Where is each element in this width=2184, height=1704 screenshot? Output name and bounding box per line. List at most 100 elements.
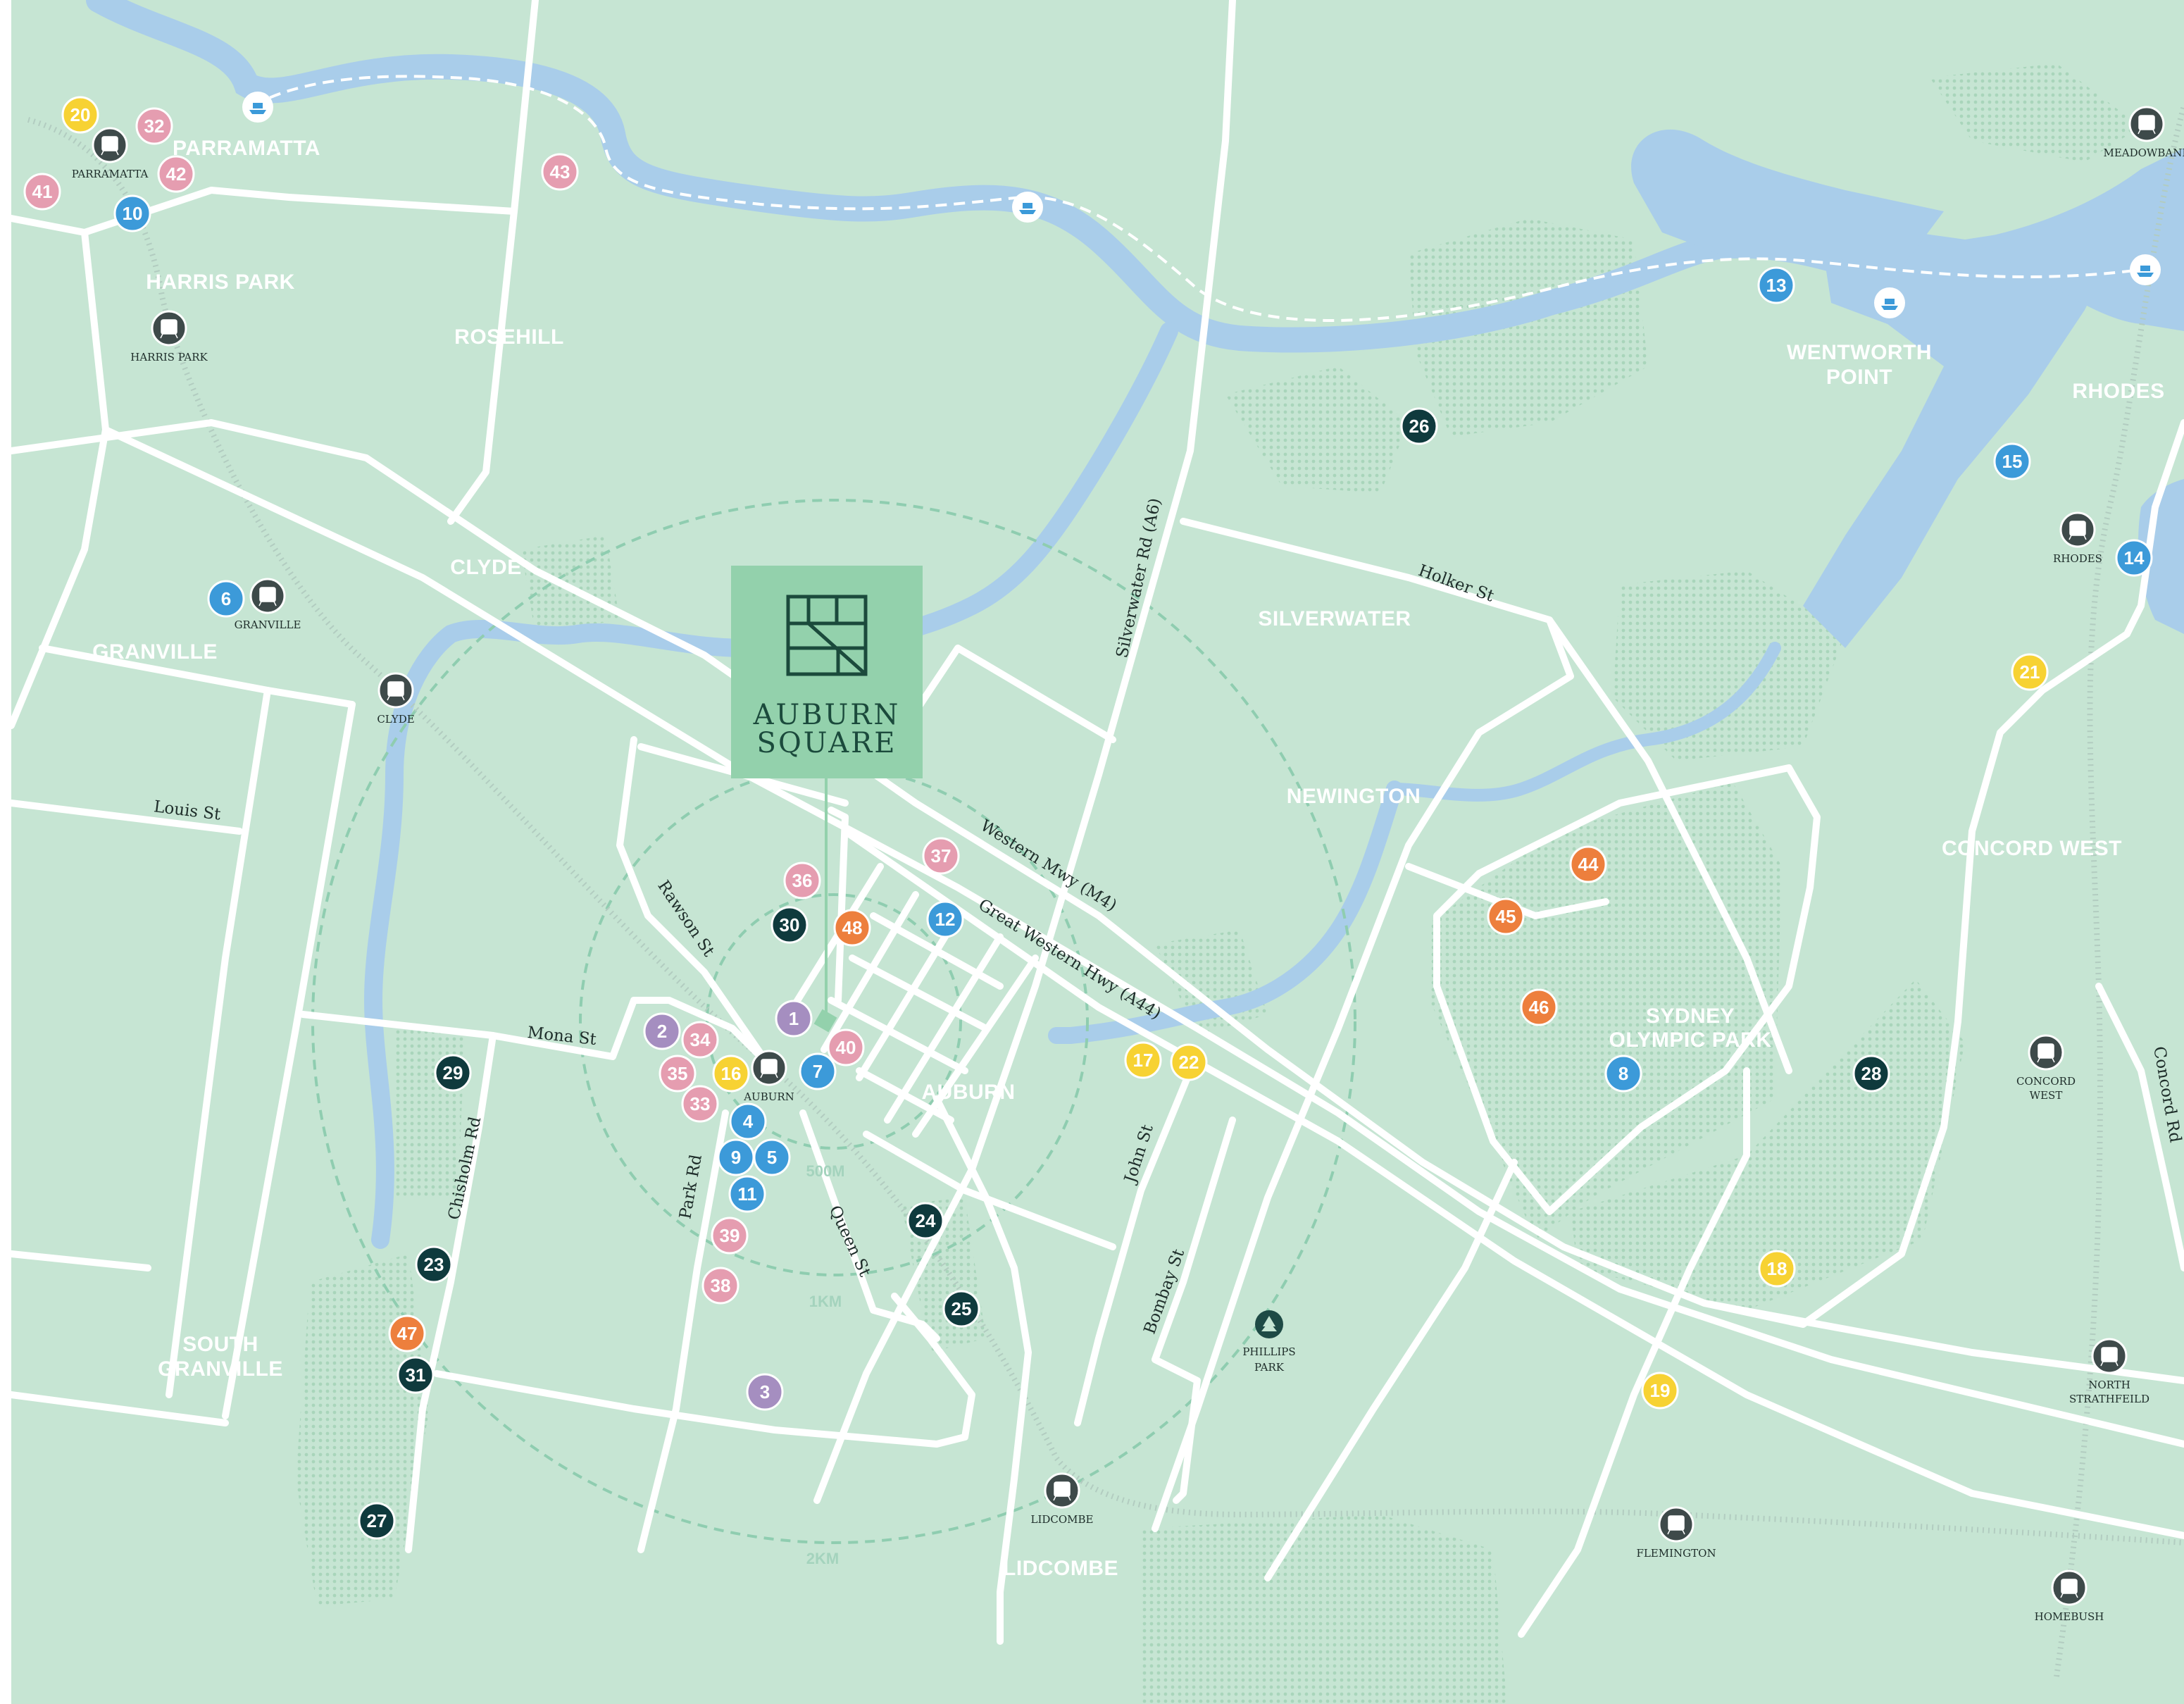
- poi-marker-19[interactable]: 19: [1641, 1372, 1679, 1410]
- poi-marker-39[interactable]: 39: [711, 1217, 749, 1255]
- poi-marker-23[interactable]: 23: [415, 1245, 453, 1283]
- poi-marker-circle: [1852, 1055, 1890, 1093]
- poi-marker-9[interactable]: 9: [717, 1138, 755, 1176]
- poi-marker-48[interactable]: 48: [833, 909, 871, 947]
- poi-marker-10[interactable]: 10: [113, 194, 151, 232]
- poi-marker-circle: [833, 909, 871, 947]
- station-granville[interactable]: GRANVILLE: [235, 578, 301, 631]
- poi-marker-number: 43: [550, 161, 570, 182]
- poi-marker-circle: [906, 1202, 944, 1240]
- poi-marker-circle: [207, 580, 245, 618]
- park-olympic: [1430, 782, 1782, 1240]
- poi-marker-32[interactable]: 32: [135, 107, 173, 145]
- poi-marker-38[interactable]: 38: [701, 1267, 740, 1305]
- poi-marker-number: 19: [1650, 1380, 1671, 1401]
- poi-marker-6[interactable]: 6: [207, 580, 245, 618]
- poi-marker-27[interactable]: 27: [358, 1502, 396, 1540]
- road-louis: [8, 800, 243, 835]
- poi-marker-21[interactable]: 21: [2011, 653, 2049, 691]
- poi-marker-12[interactable]: 12: [926, 900, 964, 938]
- auburn-square-logo-icon: [786, 595, 868, 676]
- phillips-park[interactable]: PHILLIPS PARK: [1242, 1310, 1296, 1374]
- train-glyph: [160, 319, 178, 339]
- brand-name-line2: SQUARE: [757, 727, 897, 759]
- poi-marker-11[interactable]: 11: [728, 1175, 766, 1213]
- distance-rings: [311, 499, 1356, 1544]
- poi-marker-45[interactable]: 45: [1487, 897, 1525, 935]
- poi-marker-42[interactable]: 42: [157, 155, 195, 193]
- auburn-square-pin[interactable]: AUBURN SQUARE: [731, 566, 923, 1033]
- poi-marker-22[interactable]: 22: [1170, 1043, 1208, 1081]
- train-glyph: [2037, 1043, 2055, 1063]
- station-label: GRANVILLE: [235, 618, 301, 631]
- poi-marker-7[interactable]: 7: [799, 1052, 837, 1090]
- park-wentworth: [1409, 218, 1648, 437]
- poi-marker-41[interactable]: 41: [23, 173, 61, 211]
- poi-marker-17[interactable]: 17: [1124, 1041, 1162, 1079]
- waterways: [86, 0, 2184, 1249]
- station-lidcombe[interactable]: LIDCOMBE: [1030, 1472, 1094, 1526]
- poi-marker-circle: [681, 1085, 719, 1123]
- poi-marker-46[interactable]: 46: [1520, 988, 1558, 1026]
- station-flemington[interactable]: FLEMINGTON: [1636, 1506, 1716, 1560]
- poi-marker-number: 5: [767, 1147, 777, 1168]
- poi-marker-number: 6: [221, 588, 231, 609]
- poi-marker-circle: [1757, 266, 1795, 304]
- station-label: AUBURN: [743, 1090, 794, 1103]
- poi-marker-43[interactable]: 43: [541, 153, 579, 191]
- poi-marker-35[interactable]: 35: [659, 1055, 697, 1093]
- brand-box: [731, 566, 923, 778]
- poi-marker-30[interactable]: 30: [770, 906, 809, 944]
- poi-marker-44[interactable]: 44: [1569, 845, 1607, 883]
- poi-marker-31[interactable]: 31: [397, 1356, 435, 1394]
- poi-marker-circle: [746, 1373, 784, 1411]
- poi-marker-25[interactable]: 25: [942, 1290, 980, 1328]
- poi-marker-29[interactable]: 29: [434, 1054, 472, 1092]
- poi-marker-40[interactable]: 40: [827, 1028, 865, 1066]
- poi-marker-number: 13: [1766, 275, 1787, 296]
- train-glyph: [1667, 1515, 1685, 1535]
- duck-river: [363, 322, 1178, 1249]
- poi-marker-circle: [1758, 1250, 1796, 1288]
- poi-marker-33[interactable]: 33: [681, 1085, 719, 1123]
- station-rhodes[interactable]: RHODES: [2053, 511, 2102, 565]
- station-homebush[interactable]: HOMEBUSH: [2035, 1569, 2104, 1623]
- station-clyde[interactable]: CLYDE: [377, 672, 415, 726]
- poi-marker-37[interactable]: 37: [922, 837, 960, 875]
- poi-marker-3[interactable]: 3: [746, 1373, 784, 1411]
- poi-marker-47[interactable]: 47: [388, 1314, 426, 1352]
- poi-marker-16[interactable]: 16: [712, 1055, 750, 1093]
- poi-marker-1[interactable]: 1: [775, 1000, 813, 1038]
- ring-1km: [579, 766, 1089, 1276]
- poi-marker-4[interactable]: 4: [729, 1102, 767, 1140]
- poi-marker-14[interactable]: 14: [2115, 539, 2153, 577]
- train-glyph: [387, 681, 405, 701]
- poi-marker-8[interactable]: 8: [1604, 1055, 1642, 1093]
- rail-lines: [27, 104, 2184, 1677]
- poi-marker-18[interactable]: 18: [1758, 1250, 1796, 1288]
- poi-marker-15[interactable]: 15: [1993, 442, 2031, 480]
- station-harris-park[interactable]: HARRIS PARK: [130, 310, 208, 363]
- station-parramatta[interactable]: PARRAMATTA: [72, 127, 149, 180]
- poi-marker-20[interactable]: 20: [61, 96, 99, 134]
- poi-marker-2[interactable]: 2: [643, 1012, 681, 1050]
- poi-marker-13[interactable]: 13: [1757, 266, 1795, 304]
- poi-marker-circle: [1400, 407, 1438, 445]
- poi-marker-number: 8: [1618, 1063, 1628, 1084]
- station-auburn[interactable]: AUBURN: [743, 1050, 794, 1103]
- poi-marker-5[interactable]: 5: [753, 1138, 791, 1176]
- homebush-bay: [1803, 211, 2113, 648]
- poi-marker-24[interactable]: 24: [906, 1202, 944, 1240]
- poi-marker-26[interactable]: 26: [1400, 407, 1438, 445]
- station-label: RHODES: [2053, 552, 2102, 565]
- poi-marker-34[interactable]: 34: [681, 1021, 719, 1059]
- poi-marker-number: 35: [668, 1063, 688, 1084]
- poi-marker-28[interactable]: 28: [1852, 1055, 1890, 1093]
- park-bicentennial: [1613, 571, 1845, 761]
- poi-marker-36[interactable]: 36: [783, 862, 821, 900]
- station-meadowbank[interactable]: MEADOWBANK: [2103, 106, 2184, 159]
